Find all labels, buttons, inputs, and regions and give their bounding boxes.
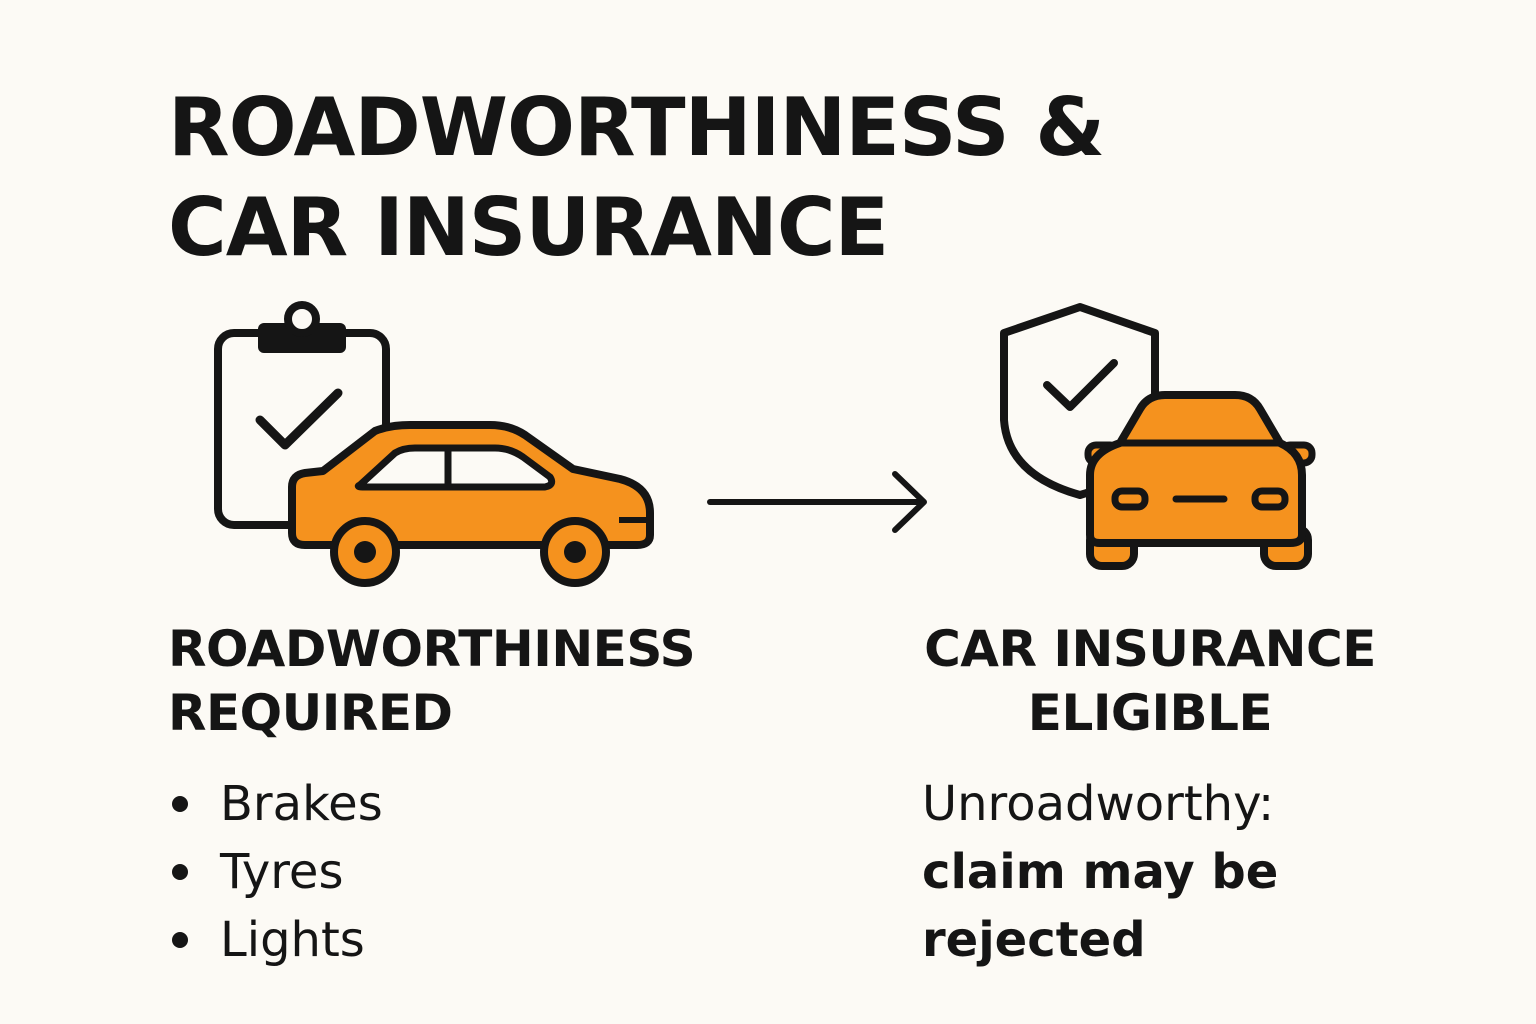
- roadworthiness-illustration: [205, 295, 665, 595]
- list-item-label: Tyres: [220, 844, 344, 900]
- note-line-1: Unroadworthy:: [922, 776, 1275, 832]
- list-item: Brakes: [172, 770, 383, 838]
- bullet-icon: [172, 864, 188, 880]
- insurance-label-line-2: ELIGIBLE: [1027, 684, 1273, 742]
- title-line-1: ROADWORTHINESS &: [168, 81, 1105, 174]
- bullet-icon: [172, 932, 188, 948]
- roadworthiness-label: ROADWORTHINESS REQUIRED: [168, 617, 696, 745]
- car-side-icon: [288, 421, 654, 587]
- title-line-2: CAR INSURANCE: [168, 181, 889, 274]
- insurance-illustration: [990, 295, 1330, 580]
- page-title: ROADWORTHINESS & CAR INSURANCE: [168, 78, 1105, 278]
- claim-warning-note: Unroadworthy: claim may be rejected: [922, 770, 1278, 974]
- list-item: Lights: [172, 906, 383, 974]
- list-item-label: Lights: [220, 912, 365, 968]
- roadworthiness-label-line-2: REQUIRED: [168, 684, 453, 742]
- note-line-3: rejected: [922, 912, 1146, 968]
- insurance-label: CAR INSURANCE ELIGIBLE: [915, 617, 1385, 745]
- requirements-list: Brakes Tyres Lights: [172, 770, 383, 974]
- note-line-2: claim may be: [922, 844, 1279, 900]
- roadworthiness-label-line-1: ROADWORTHINESS: [168, 620, 696, 678]
- arrow-right-icon: [700, 460, 940, 550]
- list-item-label: Brakes: [220, 776, 383, 832]
- car-front-icon: [1084, 391, 1316, 570]
- list-item: Tyres: [172, 838, 383, 906]
- bullet-icon: [172, 796, 188, 812]
- insurance-label-line-1: CAR INSURANCE: [924, 620, 1376, 678]
